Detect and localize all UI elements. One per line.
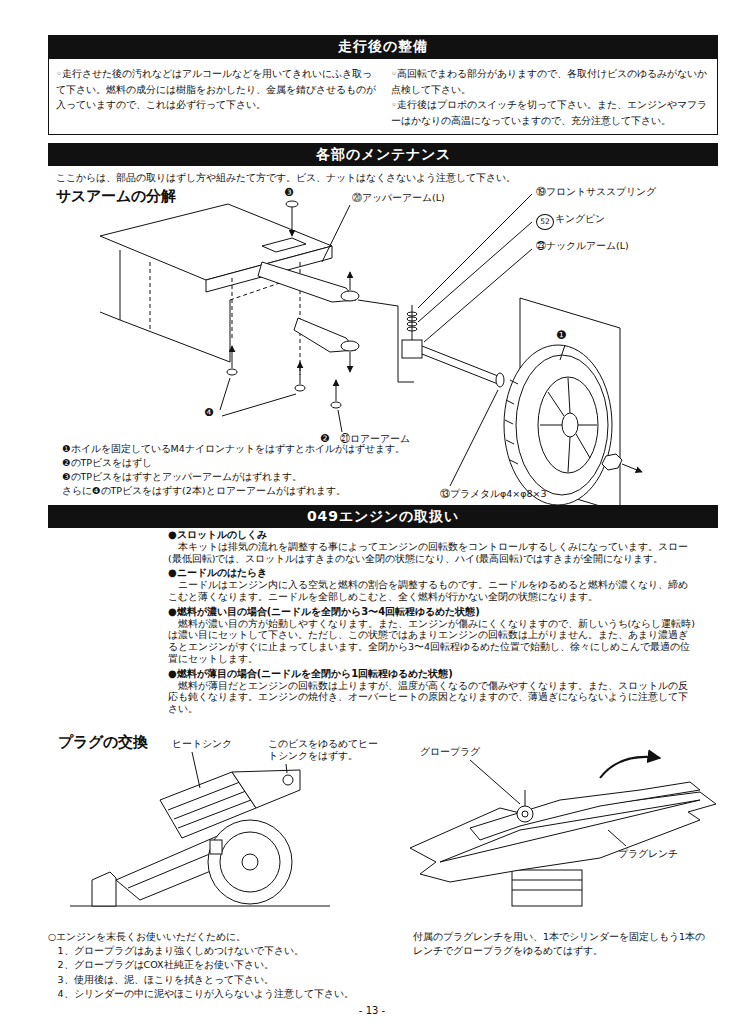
body-text: 燃料が薄目だとエンジンの回転数は上りますが、温度が高くなるので傷みやすくなります… bbox=[168, 680, 696, 715]
engine-drawing bbox=[70, 752, 330, 906]
note-text: ◦高回転でまわる部分がありますので、各取付けビスのゆるみがないか点検して下さい。 bbox=[391, 66, 712, 97]
subheading: プラグの交換 bbox=[58, 733, 148, 753]
body-text: 燃料が濃い目の方が始動しやすくなります。また、エンジンが傷みにくくなりますので、… bbox=[168, 618, 696, 665]
step-text: さらに❹のTPビスをはずす(2本)とロアーアームがはずれます。 bbox=[62, 485, 346, 497]
part-label: ⑳アッパーアーム(L) bbox=[352, 192, 445, 204]
note-item: 1、グロープラグはあまり強くしめつけないで下さい。 bbox=[48, 944, 408, 958]
note-item: 4、シリンダーの中に泥やほこりが入らないよう注意して下さい。 bbox=[48, 987, 408, 1001]
step-text: ❶ホイルを固定しているM4ナイロンナットをはずすとホイルがはずせます。 bbox=[62, 443, 405, 455]
text-column: ●スロットルのしくみ本キットは排気の流れを調整する事によってエンジンの回転数をコ… bbox=[168, 529, 696, 715]
section-band: 049エンジンの取扱い bbox=[48, 505, 718, 528]
callout-number: ❶ bbox=[556, 328, 567, 344]
bullet-heading: ●スロットルのしくみ bbox=[168, 529, 696, 541]
text-column: ◦走行させた後の汚れなどはアルコールなどを用いてきれいにふき取って下さい。燃料の… bbox=[56, 66, 712, 128]
note-text: ◦走行させた後の汚れなどはアルコールなどを用いてきれいにふき取って下さい。燃料の… bbox=[56, 66, 377, 113]
part-label: このビスをゆるめてヒートシンクをはずす。 bbox=[268, 738, 378, 763]
intro-text: ここからは、部品の取りはずし方や組みたて方です。ビス、ナットはなくさないよう注意… bbox=[56, 171, 516, 184]
section-band: 各部のメンテナンス bbox=[48, 143, 718, 166]
body-text: ニードルはエンジン内に入る空気と燃料の割合を調整するものです。ニードルをゆるめる… bbox=[168, 579, 696, 603]
text-column: ○エンジンを末長くお使いいただくために。1、グロープラグはあまり強くしめつけない… bbox=[48, 930, 408, 1001]
part-label: ⑲フロントサススプリング bbox=[536, 186, 656, 198]
step-text: ❸のTPビスをはずすとアッパーアームがはずれます。 bbox=[62, 471, 302, 483]
section-box bbox=[49, 59, 718, 135]
page-number: - 13 - bbox=[342, 1004, 402, 1017]
bullet-heading: ●燃料が薄目の場合(ニードルを全閉から1回転程ゆるめた状態) bbox=[168, 668, 696, 680]
part-label: ㉓ナックルアーム(L) bbox=[536, 240, 629, 252]
part-label: ⑬プラメタルφ4×φ8×3 bbox=[440, 488, 547, 500]
note-item: 2、グロープラグはCOX社純正をお使い下さい。 bbox=[48, 958, 408, 972]
callout-number: ❸ bbox=[284, 186, 294, 200]
body-text: 本キットは排気の流れを調整する事によってエンジンの回転数をコントロールするしくみ… bbox=[168, 541, 696, 565]
part-label: グロープラグ bbox=[420, 746, 480, 758]
note-text: ◦走行後はプロポのスイッチを切って下さい。また、エンジンやマフラーはかなりの高温… bbox=[391, 97, 712, 128]
part-label: プラグレンチ bbox=[618, 848, 678, 860]
suspension-arms bbox=[258, 262, 504, 387]
step-text: ❷のTPビスをはずし bbox=[62, 457, 152, 469]
plug-wrench-drawing bbox=[410, 757, 716, 906]
section-band: 走行後の整備 bbox=[48, 35, 718, 58]
callout-number: ❹ bbox=[204, 406, 214, 420]
subheading: サスアームの分解 bbox=[56, 187, 176, 207]
section-title: 走行後の整備 bbox=[338, 38, 428, 56]
screws bbox=[227, 201, 341, 408]
bullet-heading: ●ニードルのはたらき bbox=[168, 567, 696, 579]
leader-lines bbox=[220, 194, 565, 486]
note-item: 3、使用後は、泥、ほこりを拭きとって下さい。 bbox=[48, 973, 408, 987]
note-text: 付属のプラグレンチを用い、1本でシリンダーを固定しもう1本のレンチでグロープラグ… bbox=[413, 930, 713, 958]
section-title: 049エンジンの取扱い bbox=[307, 508, 459, 526]
part-label: ヒートシンク bbox=[172, 738, 232, 750]
bullet-heading: ●燃料が濃い目の場合(ニードルを全閉から3〜4回転程ゆるめた状態) bbox=[168, 606, 696, 618]
note-heading: ○エンジンを末長くお使いいただくために。 bbox=[48, 930, 408, 944]
tire-drawing bbox=[504, 298, 642, 512]
callout-number: 52 bbox=[536, 214, 554, 230]
part-label: キングピン bbox=[555, 213, 605, 225]
section-title: 各部のメンテナンス bbox=[316, 146, 451, 164]
